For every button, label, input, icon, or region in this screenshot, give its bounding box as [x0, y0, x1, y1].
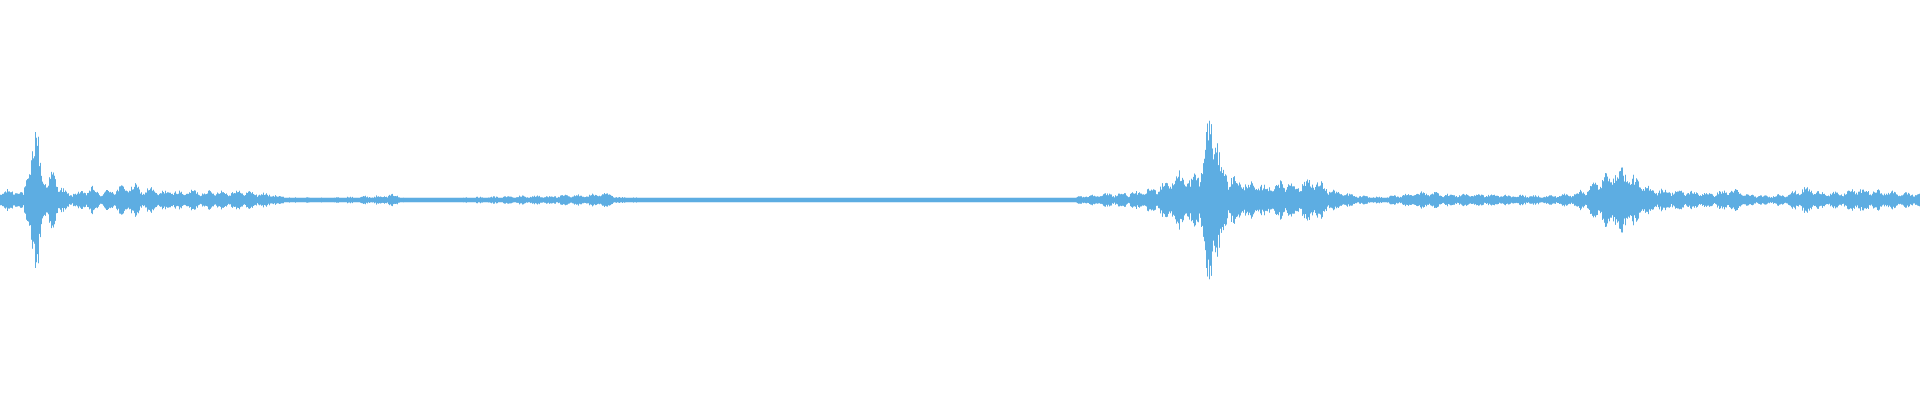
waveform-graphic [0, 120, 1920, 280]
